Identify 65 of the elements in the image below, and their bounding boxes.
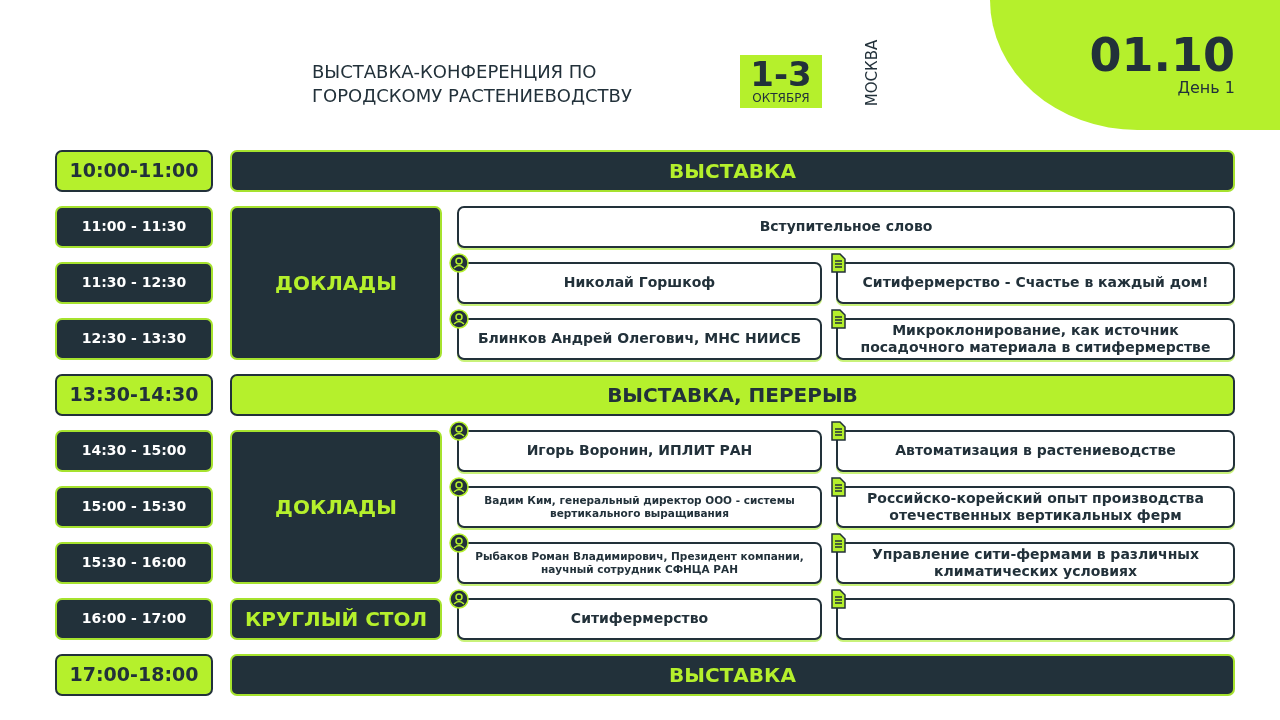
slot-text: ВЫСТАВКА bbox=[669, 158, 796, 184]
time-slot bbox=[55, 486, 213, 528]
slot-text: ДОКЛАДЫ bbox=[275, 494, 397, 520]
talk-card bbox=[836, 430, 1235, 472]
slot-text: ДОКЛАДЫ bbox=[275, 270, 397, 296]
date-badge bbox=[740, 55, 822, 108]
talk-card bbox=[836, 542, 1235, 584]
talk-card bbox=[836, 598, 1235, 640]
time-slot bbox=[55, 318, 213, 360]
time-slot bbox=[55, 206, 213, 248]
time-slot bbox=[55, 430, 213, 472]
slot-text: Рыбаков Роман Владимирович, Президент компании, научный сотрудник СФНЦА РАН bbox=[474, 549, 805, 577]
session-bar bbox=[230, 430, 442, 584]
talk-card bbox=[836, 318, 1235, 360]
slot-text: 12:30 - 13:30 bbox=[81, 330, 187, 348]
day-badge bbox=[990, 0, 1280, 130]
session-bar bbox=[230, 598, 442, 640]
slot-text: Вадим Ким, генеральный директор ООО - системы вертикального выращивания bbox=[483, 493, 796, 521]
day-number: День 1 bbox=[1177, 78, 1235, 98]
slot-text: Игорь Воронин, ИПЛИТ РАН bbox=[526, 442, 753, 460]
date-text: 01.10 bbox=[1089, 32, 1235, 78]
talk-card bbox=[457, 206, 1235, 248]
session-bar bbox=[230, 374, 1235, 416]
slot-text: 10:00-11:00 bbox=[69, 159, 199, 183]
slot-text: 13:30-14:30 bbox=[69, 383, 199, 407]
slot-text: 11:30 - 12:30 bbox=[81, 274, 187, 292]
time-slot bbox=[55, 150, 213, 192]
date-range: 1-3 bbox=[750, 57, 812, 91]
slot-text: 15:00 - 15:30 bbox=[81, 498, 187, 516]
session-bar bbox=[230, 150, 1235, 192]
slot-text: Управление сити-фермами в различных климатических условиях bbox=[870, 545, 1200, 581]
session-bar bbox=[230, 654, 1235, 696]
talk-card bbox=[836, 486, 1235, 528]
month-text: ОКТЯБРЯ bbox=[752, 91, 810, 106]
time-slot bbox=[55, 654, 213, 696]
slot-text: ВЫСТАВКА, ПЕРЕРЫВ bbox=[607, 382, 858, 408]
slot-text: Ситифермерство bbox=[570, 610, 709, 628]
slot-text: 16:00 - 17:00 bbox=[81, 610, 187, 628]
slot-text: КРУГЛЫЙ СТОЛ bbox=[244, 606, 428, 632]
time-slot bbox=[55, 542, 213, 584]
slot-text: Вступительное слово bbox=[759, 218, 933, 236]
slot-text: Микроклонирование, как источник посадочного материала в ситифермерстве bbox=[859, 321, 1212, 357]
talk-card bbox=[457, 430, 822, 472]
slot-text: 14:30 - 15:00 bbox=[81, 442, 187, 460]
talk-card bbox=[457, 542, 822, 584]
session-bar bbox=[230, 206, 442, 360]
city-label: МОСКВА bbox=[863, 38, 881, 109]
slot-text: Российско-корейский опыт производства отечественных вертикальных ферм bbox=[866, 489, 1205, 525]
slot-text: 17:00-18:00 bbox=[69, 663, 199, 687]
talk-card bbox=[457, 262, 822, 304]
talk-card bbox=[457, 598, 822, 640]
slot-text: ВЫСТАВКА bbox=[669, 662, 796, 688]
slot-text: 15:30 - 16:00 bbox=[81, 554, 187, 572]
time-slot bbox=[55, 598, 213, 640]
slot-text: Автоматизация в растениеводстве bbox=[895, 442, 1176, 460]
talk-card bbox=[457, 318, 822, 360]
time-slot bbox=[55, 262, 213, 304]
slot-text: Блинков Андрей Олегович, МНС НИИСБ bbox=[477, 330, 802, 348]
time-slot bbox=[55, 374, 213, 416]
talk-card bbox=[836, 262, 1235, 304]
title: ВЫСТАВКА-КОНФЕРЕНЦИЯ ПО ГОРОДСКОМУ РАСТЕНИЕВОДСТВУ bbox=[312, 60, 633, 109]
slot-text: 11:00 - 11:30 bbox=[81, 218, 187, 236]
talk-card bbox=[457, 486, 822, 528]
slot-text: Ситифермерство - Счастье в каждый дом! bbox=[862, 274, 1209, 292]
slot-text: Николай Горшкоф bbox=[563, 274, 716, 292]
